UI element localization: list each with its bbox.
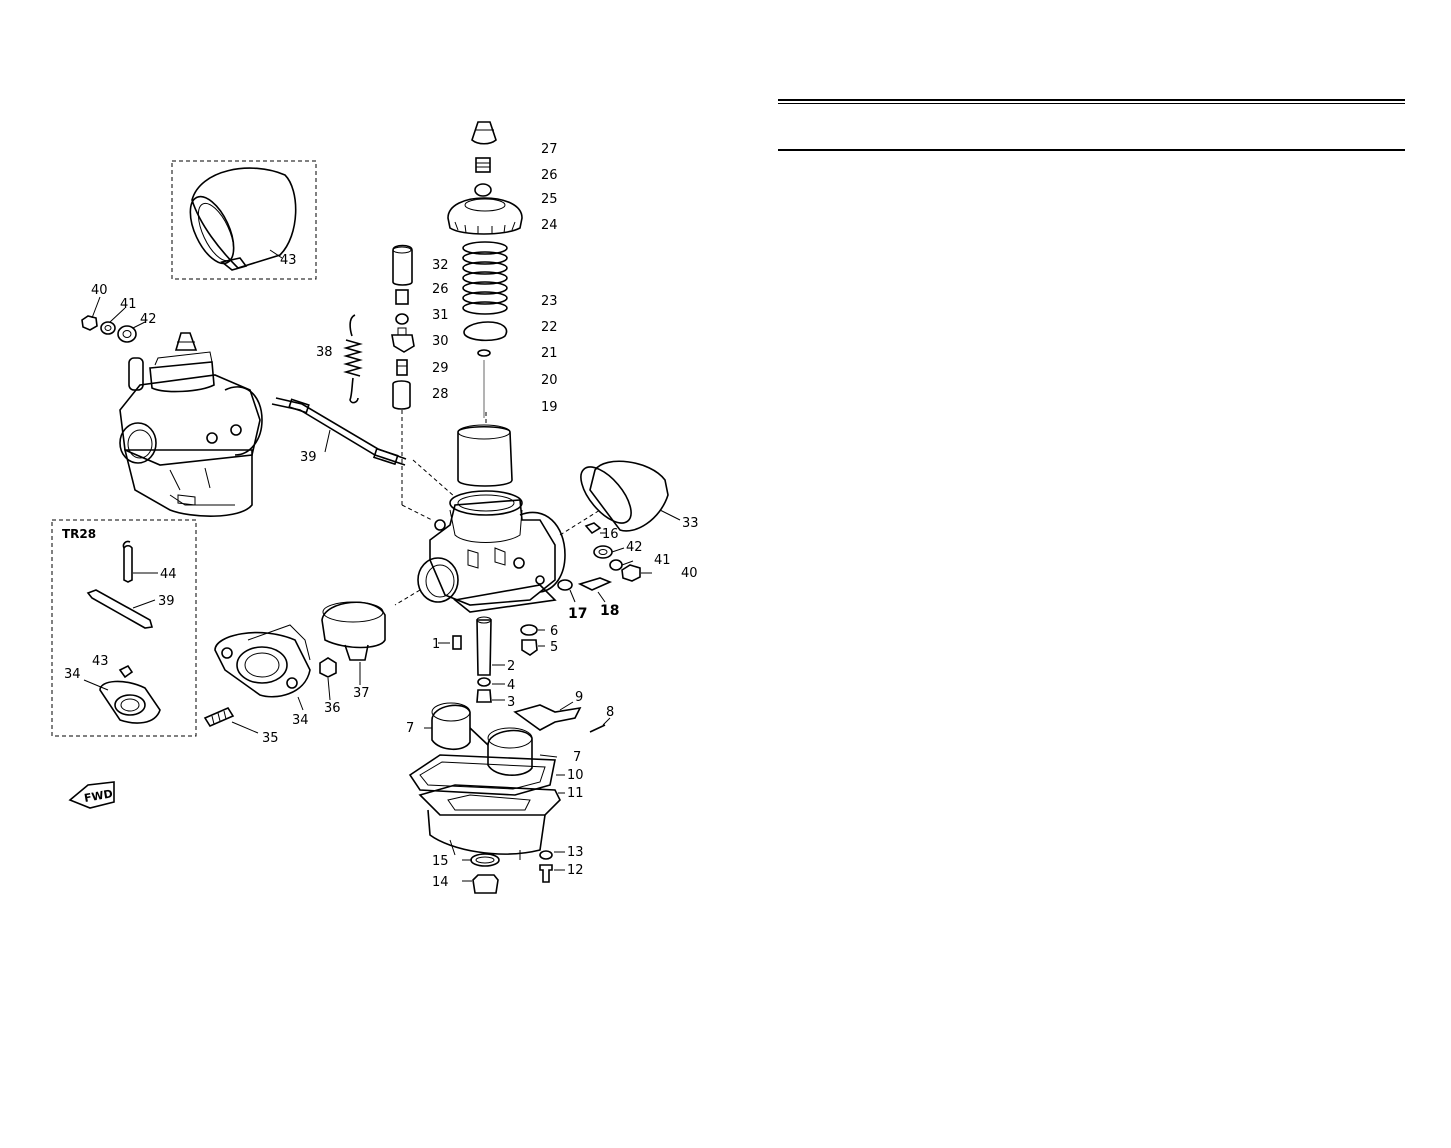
inset-box-tr28 bbox=[51, 519, 197, 737]
label-34a: 34 bbox=[64, 667, 81, 682]
intake-manifold bbox=[203, 601, 386, 734]
drain-parts bbox=[462, 850, 565, 894]
label-39a: 39 bbox=[300, 450, 317, 465]
label-41b: 41 bbox=[654, 553, 671, 568]
throttle-stack bbox=[447, 121, 523, 487]
label-9: 9 bbox=[575, 690, 583, 705]
label-2: 2 bbox=[507, 659, 515, 674]
label-36: 36 bbox=[324, 701, 341, 716]
label-29: 29 bbox=[432, 361, 449, 376]
label-13: 13 bbox=[567, 845, 584, 860]
label-31: 31 bbox=[432, 308, 449, 323]
label-7a: 7 bbox=[406, 721, 414, 736]
header-rule-bottom bbox=[778, 149, 1405, 151]
starter-plunger-stack bbox=[391, 244, 433, 521]
label-19: 19 bbox=[541, 400, 558, 415]
label-11: 11 bbox=[567, 786, 584, 801]
fwd-label: FWD bbox=[83, 787, 114, 805]
label-12: 12 bbox=[567, 863, 584, 878]
label-30: 30 bbox=[432, 334, 449, 349]
label-5: 5 bbox=[550, 640, 558, 655]
label-25: 25 bbox=[541, 192, 558, 207]
label-3: 3 bbox=[507, 695, 515, 710]
label-23: 23 bbox=[541, 294, 558, 309]
label-43b: 43 bbox=[92, 654, 109, 669]
float-assembly bbox=[424, 701, 611, 776]
carburetor-body bbox=[394, 412, 601, 613]
label-40b: 40 bbox=[681, 566, 698, 581]
label-10: 10 bbox=[567, 768, 584, 783]
return-spring bbox=[343, 314, 363, 404]
label-21: 21 bbox=[541, 346, 558, 361]
label-40a: 40 bbox=[91, 283, 108, 298]
label-15: 15 bbox=[432, 854, 449, 869]
label-20: 20 bbox=[541, 373, 558, 388]
label-26a: 26 bbox=[432, 282, 449, 297]
label-33: 33 bbox=[682, 516, 699, 531]
label-42a: 42 bbox=[140, 312, 157, 327]
label-22: 22 bbox=[541, 320, 558, 335]
air-funnel-33 bbox=[580, 460, 681, 532]
label-18: 18 bbox=[600, 603, 619, 619]
label-41a: 41 bbox=[120, 297, 137, 312]
label-27: 27 bbox=[541, 142, 558, 157]
label-1: 1 bbox=[432, 637, 440, 652]
label-26b: 26 bbox=[541, 168, 558, 183]
part-labels: 27 26 25 24 23 22 21 20 19 32 26 31 30 2… bbox=[62, 142, 699, 890]
label-8: 8 bbox=[606, 705, 614, 720]
header-rule-second bbox=[778, 103, 1405, 104]
fwd-arrow-icon bbox=[68, 781, 115, 809]
label-37: 37 bbox=[353, 686, 370, 701]
assembled-carburetor bbox=[119, 332, 263, 517]
fasteners-right bbox=[557, 522, 652, 603]
inset-box-air-funnel bbox=[171, 160, 317, 280]
label-7b: 7 bbox=[573, 750, 581, 765]
label-44: 44 bbox=[160, 567, 177, 582]
jet-block-parts bbox=[438, 616, 545, 703]
label-42b: 42 bbox=[626, 540, 643, 555]
fasteners-upper-left bbox=[81, 296, 146, 343]
inset-label-tr28: TR28 bbox=[62, 527, 96, 541]
label-34b: 34 bbox=[292, 713, 309, 728]
header-rule-top bbox=[778, 99, 1405, 101]
label-6: 6 bbox=[550, 624, 558, 639]
label-16: 16 bbox=[602, 527, 619, 542]
float-bowl bbox=[408, 754, 565, 860]
label-35: 35 bbox=[262, 731, 279, 746]
label-17: 17 bbox=[568, 606, 587, 622]
label-39b: 39 bbox=[158, 594, 175, 609]
label-32: 32 bbox=[432, 258, 449, 273]
label-28: 28 bbox=[432, 387, 449, 402]
label-4: 4 bbox=[507, 678, 515, 693]
label-38: 38 bbox=[316, 345, 333, 360]
throttle-cable bbox=[271, 397, 407, 466]
label-43a: 43 bbox=[280, 253, 297, 268]
label-14: 14 bbox=[432, 875, 449, 890]
label-24: 24 bbox=[541, 218, 558, 233]
